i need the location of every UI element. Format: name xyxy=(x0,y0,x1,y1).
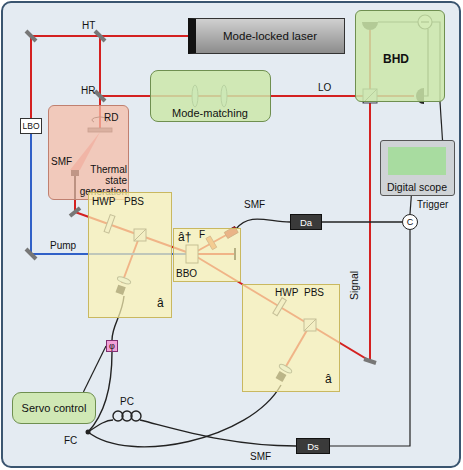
part-label: PC xyxy=(120,396,134,407)
circle-shape xyxy=(86,430,91,435)
signal-wire xyxy=(83,346,106,392)
node-text: â† xyxy=(178,231,191,244)
path-shape xyxy=(236,219,290,229)
signal-wire xyxy=(410,196,411,214)
rect-shape xyxy=(2,2,460,467)
node-text: Mode-matching xyxy=(151,107,269,119)
line-shape xyxy=(95,31,105,41)
path-shape xyxy=(88,385,281,447)
node-text: C xyxy=(407,217,414,227)
line-shape xyxy=(95,91,105,101)
node-text: BHD xyxy=(383,53,409,66)
signal-wire xyxy=(440,102,443,140)
node-text: â xyxy=(157,297,164,310)
circle-shape xyxy=(131,411,141,421)
mode-region: â xyxy=(88,192,172,318)
part-label: PBS xyxy=(124,196,144,207)
signal-wire xyxy=(330,230,410,446)
part-label: FC xyxy=(64,435,77,446)
node-text: Mode-locked laser xyxy=(223,30,317,43)
digital-scope-box: Digital scope xyxy=(380,140,455,196)
phase-shifter: φ xyxy=(106,340,118,352)
line-shape xyxy=(26,249,36,259)
coincidence-circle: C xyxy=(402,214,418,230)
part-label: HWP xyxy=(275,287,298,298)
line-shape xyxy=(364,359,376,363)
node-text: LBO xyxy=(22,121,39,131)
part-label: HR xyxy=(81,85,95,96)
mode-matching-box: Mode-matching xyxy=(150,70,271,122)
node-text: Da xyxy=(300,217,312,228)
part-label: SMF xyxy=(51,156,72,167)
bhd-box: BHD xyxy=(355,10,445,102)
mode-region: â xyxy=(242,284,340,392)
signal-wire xyxy=(322,221,402,222)
node-text: â xyxy=(325,373,332,386)
part-label: HWP xyxy=(92,196,115,207)
detector-box: Da xyxy=(290,214,322,230)
part-label: F xyxy=(199,229,205,240)
part-label: HT xyxy=(82,20,95,31)
laser-box: Mode-locked laser xyxy=(188,18,345,54)
crystal-box: LBO xyxy=(20,118,42,134)
path-shape xyxy=(322,221,402,222)
detector-box: Ds xyxy=(296,438,330,454)
part-label: SMF xyxy=(244,199,265,210)
node-text: Servo control xyxy=(22,402,87,414)
servo-box: Servo control xyxy=(12,392,96,424)
node-text: φ xyxy=(109,341,115,351)
part-label: RD xyxy=(104,112,118,123)
node-text: Ds xyxy=(307,441,319,452)
part-label: Signal xyxy=(349,271,360,300)
part-label: BBO xyxy=(176,268,197,279)
line-shape xyxy=(26,31,36,41)
part-label: SMF xyxy=(250,451,271,462)
edge-label: Trigger xyxy=(416,199,449,210)
part-label: LO xyxy=(318,82,331,93)
line-shape xyxy=(70,208,80,216)
part-label: Pump xyxy=(50,240,76,251)
part-label: PBS xyxy=(304,287,324,298)
node-text: Digital scope xyxy=(381,181,453,193)
